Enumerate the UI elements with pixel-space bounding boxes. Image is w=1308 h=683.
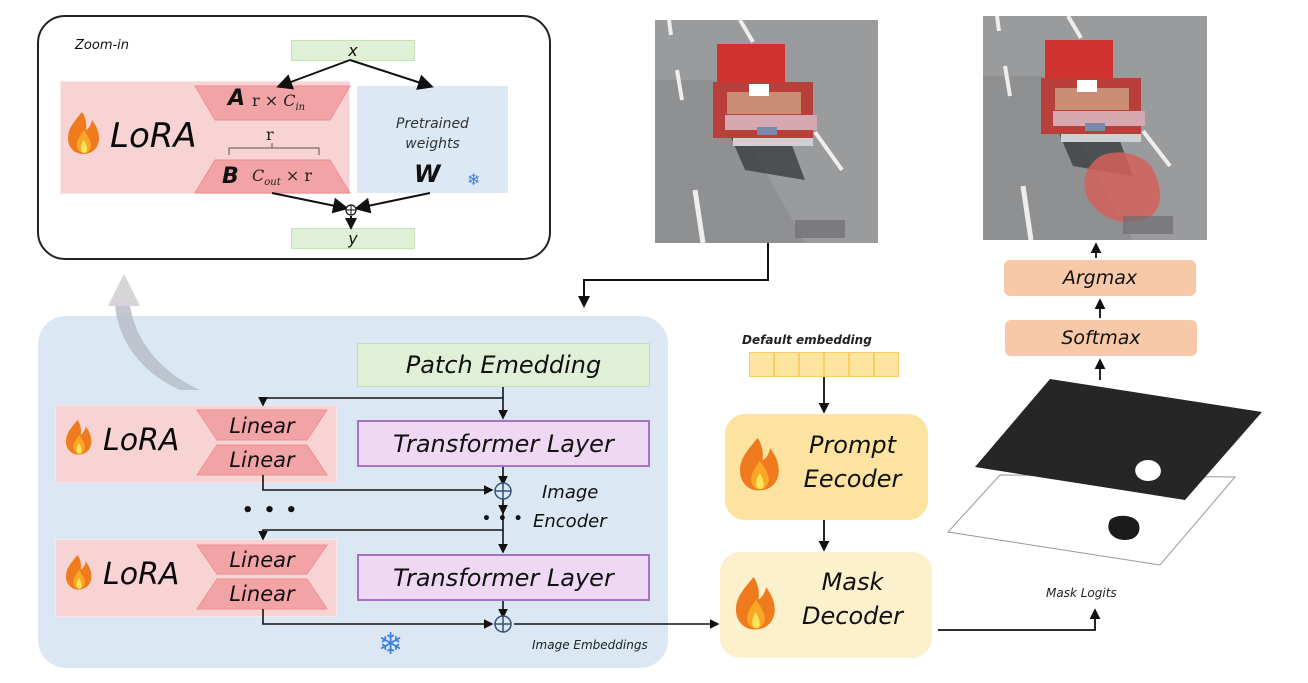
mask-decoder-line1: Mask: [821, 568, 884, 596]
embedding-cell: [874, 352, 899, 377]
snowflake-icon: ❄: [378, 627, 404, 662]
background-logit-sheet: [947, 474, 1237, 566]
mask-decoder-label: Mask Decoder: [790, 565, 915, 633]
input-to-encoder-arrow: [578, 243, 769, 308]
background-blob: [1108, 515, 1140, 540]
matrix-B-label: B: [222, 164, 239, 189]
zoom-in-title: Zoom-in: [75, 38, 130, 53]
embedding-cell: [749, 352, 774, 377]
snowflake-icon: ❄: [467, 170, 481, 189]
foreground-blob: [1135, 459, 1161, 481]
image-embeddings-label: Image Embeddings: [532, 638, 648, 652]
pretrained-line2: weights: [405, 136, 460, 152]
rank-label: r: [266, 125, 274, 144]
embedding-cell: [849, 352, 874, 377]
mask-decoder-line2: Decoder: [802, 602, 903, 630]
segmentation-mask-overlay: [1084, 152, 1161, 222]
matrix-A-label: A: [228, 86, 246, 111]
ellipsis-right: • • •: [482, 511, 524, 527]
patch-embedding-box: Patch Emedding: [357, 343, 650, 387]
lora-1-linear-top: Linear: [229, 413, 295, 438]
image-encoder-label-line2: Encoder: [533, 511, 607, 532]
prompt-encoder-label: Prompt Eecoder: [790, 428, 915, 496]
lora-1-label: LoRA: [103, 423, 180, 458]
W-label: W: [414, 160, 441, 188]
prompt-encoder-line2: Eecoder: [803, 465, 902, 493]
default-embedding-label: Default embedding: [742, 333, 872, 347]
transformer-layer-2-label: Transformer Layer: [393, 563, 614, 592]
output-y-box: y: [291, 228, 415, 249]
default-embedding-vector: [749, 352, 899, 377]
pretrained-line1: Pretrained: [396, 116, 469, 132]
matrix-A-dims: r × Cin: [252, 91, 306, 114]
zoom-lora-label: LoRA: [110, 116, 197, 156]
softmax-label: Softmax: [1061, 327, 1141, 349]
patch-embedding-label: Patch Emedding: [405, 351, 602, 379]
ellipsis-left: • • •: [242, 500, 300, 521]
softmax-box: Softmax: [1005, 320, 1197, 356]
mask-logits-label: Mask Logits: [1046, 586, 1117, 600]
matrix-B-dims: Cout × r: [252, 166, 312, 189]
prompt-encoder-line1: Prompt: [808, 431, 897, 459]
input-image: [655, 20, 878, 243]
input-x-label: x: [348, 41, 358, 60]
transformer-layer-2: Transformer Layer: [357, 554, 650, 601]
output-road-scene: [983, 16, 1207, 240]
transformer-layer-1-label: Transformer Layer: [393, 429, 614, 458]
embedding-cell: [824, 352, 849, 377]
embedding-cell: [774, 352, 799, 377]
argmax-box: Argmax: [1004, 260, 1196, 296]
argmax-label: Argmax: [1062, 267, 1138, 289]
image-encoder-label-line1: Image: [542, 482, 599, 503]
output-image: [983, 16, 1207, 240]
foreground-logit-sheet: [975, 379, 1262, 500]
lora-2-linear-bottom: Linear: [229, 581, 295, 606]
input-road-scene: [655, 20, 878, 243]
lora-2-label: LoRA: [103, 557, 180, 592]
transformer-layer-1: Transformer Layer: [357, 420, 650, 467]
pretrained-weights-label: Pretrained weights: [380, 114, 485, 154]
lora-1-linear-bottom: Linear: [229, 447, 295, 472]
mask-logits-sheets: [947, 379, 1262, 566]
lora-2-linear-top: Linear: [229, 547, 295, 572]
pretrained-weights-box: [357, 86, 508, 193]
output-y-label: y: [348, 229, 358, 248]
input-x-box: x: [291, 40, 415, 61]
embedding-cell: [799, 352, 824, 377]
